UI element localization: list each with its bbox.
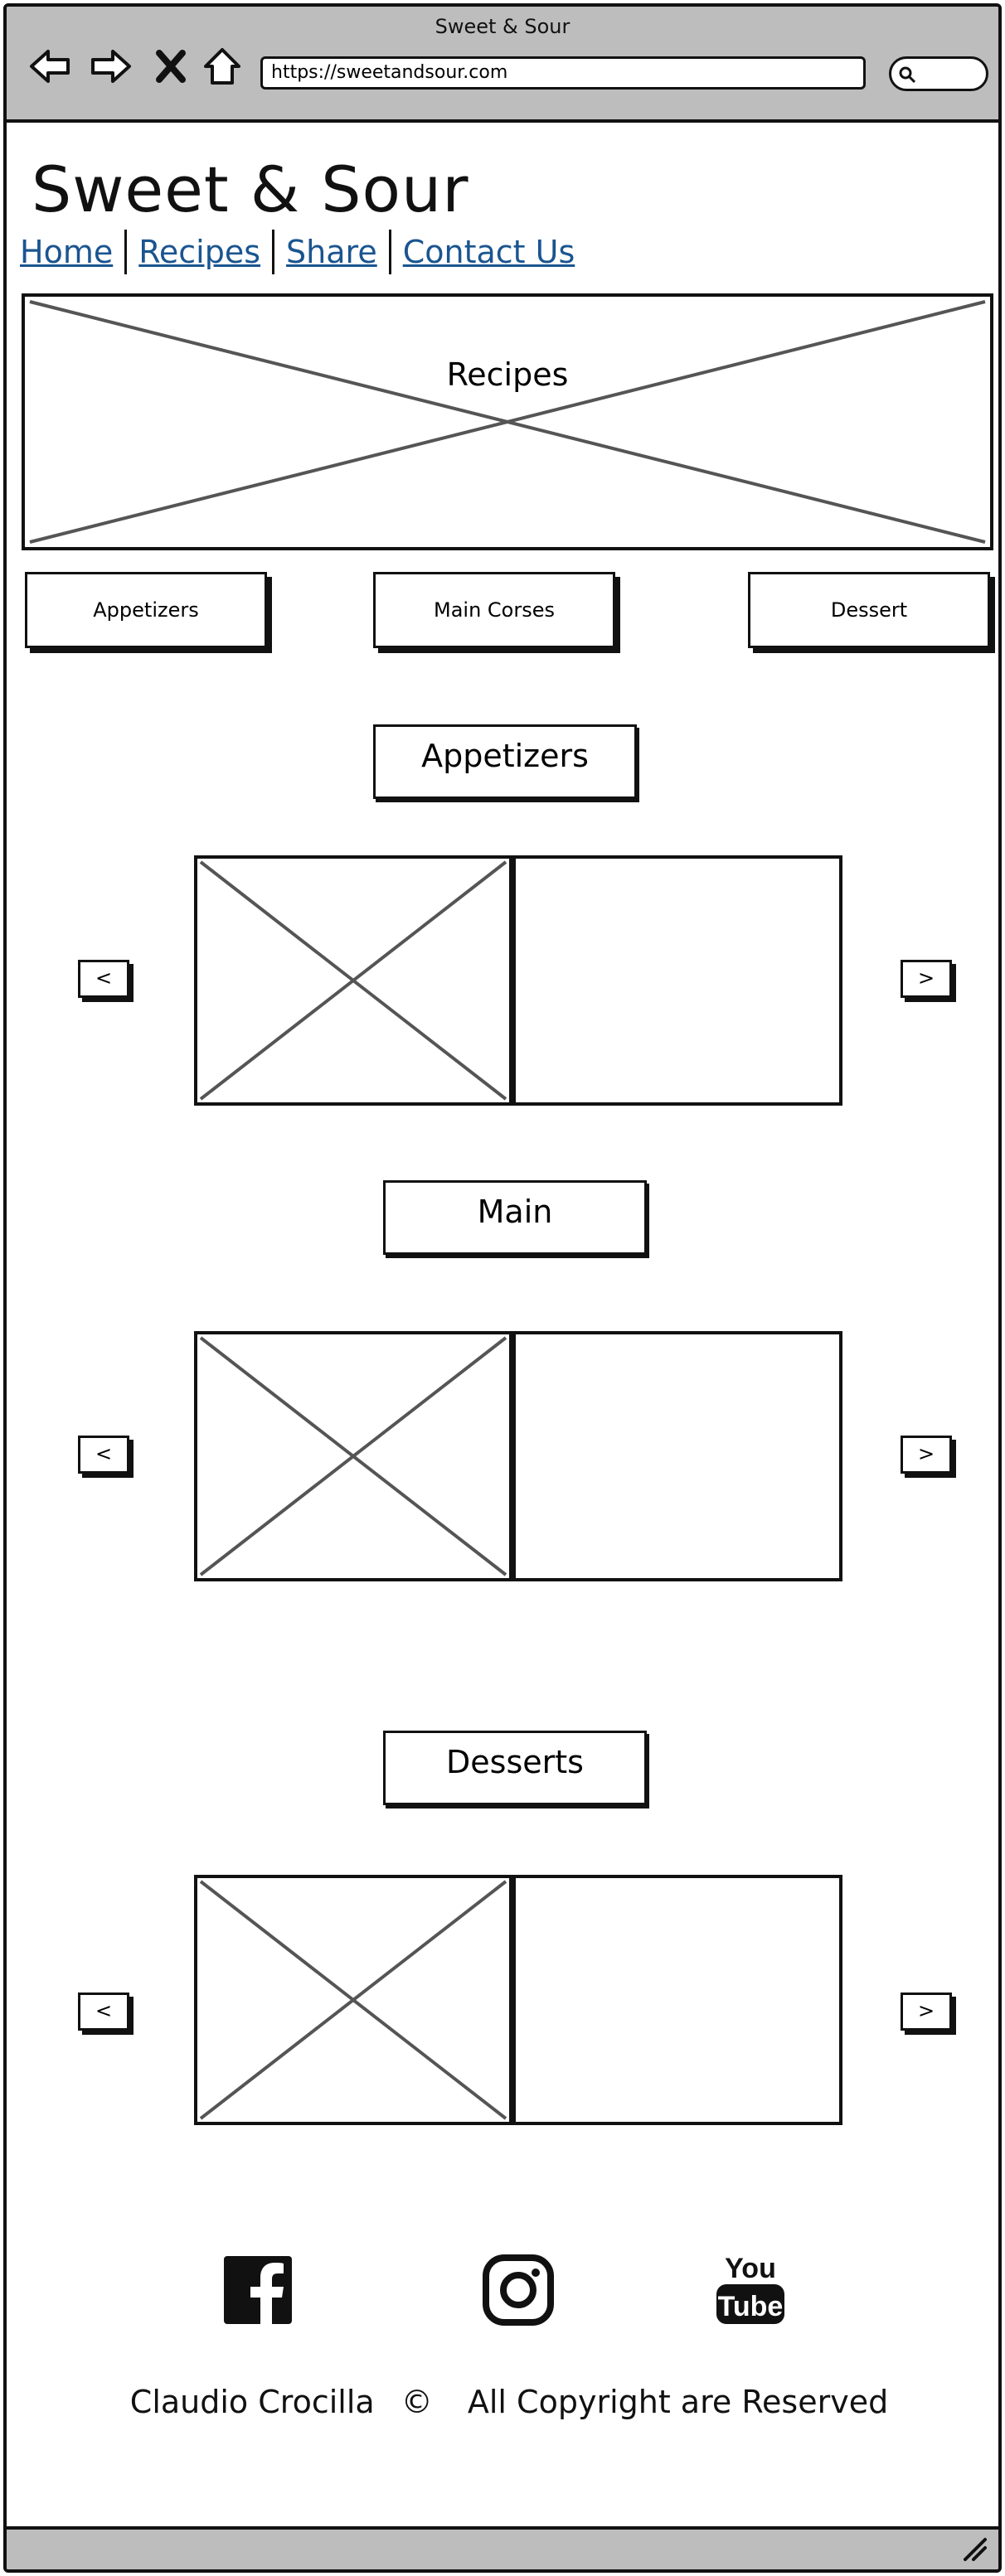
- carousel-text-placeholder: [512, 1875, 842, 2125]
- nav-separator: [124, 230, 128, 274]
- browser-toolbar: Sweet & Sour https://sweetandsour.com: [7, 7, 998, 123]
- youtube-logo-text-you: You: [725, 2253, 776, 2284]
- nav-separator: [272, 230, 275, 274]
- site-title: Sweet & Sour: [32, 153, 469, 226]
- nav-contact-link[interactable]: Contact Us: [402, 234, 575, 270]
- image-placeholder-icon: [29, 300, 986, 544]
- carousel-image-placeholder: [194, 1875, 512, 2125]
- forward-arrow-icon[interactable]: [88, 43, 134, 90]
- home-icon[interactable]: [199, 43, 245, 90]
- carousel-prev-button[interactable]: <: [78, 960, 129, 998]
- image-placeholder-icon: [199, 1880, 507, 2120]
- window-title: Sweet & Sour: [435, 15, 570, 38]
- main-nav: Home Recipes Share Contact Us: [20, 227, 586, 277]
- url-input[interactable]: https://sweetandsour.com: [260, 56, 866, 90]
- youtube-logo-text-tube: Tube: [718, 2291, 784, 2322]
- nav-share-link[interactable]: Share: [286, 234, 377, 270]
- nav-separator: [388, 230, 391, 274]
- appetizers-button[interactable]: Appetizers: [25, 572, 267, 648]
- carousel-image-placeholder: [194, 1331, 512, 1581]
- back-arrow-icon[interactable]: [27, 43, 73, 90]
- carousel-text-placeholder: [512, 1331, 842, 1581]
- nav-recipes-link[interactable]: Recipes: [138, 234, 261, 270]
- instagram-icon[interactable]: [481, 2249, 556, 2329]
- carousel-text-placeholder: [512, 855, 842, 1106]
- section-title-appetizers: Appetizers: [373, 724, 637, 799]
- carousel-next-button[interactable]: >: [901, 1993, 952, 2031]
- section-title-main: Main: [383, 1180, 647, 1255]
- image-placeholder-icon: [199, 860, 507, 1101]
- youtube-icon[interactable]: You Tube: [713, 2249, 788, 2329]
- browser-status-bar: [7, 2526, 998, 2569]
- footer: Claudio Crocilla © All Copyright are Res…: [7, 2384, 998, 2420]
- search-field[interactable]: [889, 56, 988, 91]
- facebook-icon[interactable]: [221, 2249, 295, 2329]
- main-courses-button[interactable]: Main Corses: [373, 572, 615, 648]
- resize-grip-icon[interactable]: [962, 2536, 987, 2561]
- section-title-desserts: Desserts: [383, 1731, 647, 1805]
- hero-label: Recipes: [446, 356, 569, 393]
- copyright-icon: ©: [401, 2384, 433, 2420]
- image-placeholder-icon: [199, 1336, 507, 1576]
- hero-image-placeholder: Recipes: [22, 293, 993, 550]
- nav-home-link[interactable]: Home: [20, 234, 114, 270]
- carousel-next-button[interactable]: >: [901, 1436, 952, 1474]
- footer-rights: All Copyright are Reserved: [467, 2384, 889, 2420]
- carousel-prev-button[interactable]: <: [78, 1436, 129, 1474]
- search-icon: [899, 66, 916, 84]
- close-icon[interactable]: [153, 43, 189, 90]
- dessert-button[interactable]: Dessert: [748, 572, 990, 648]
- browser-window: Sweet & Sour https://sweetandsour.com Sw…: [3, 3, 1002, 2573]
- carousel-next-button[interactable]: >: [901, 960, 952, 998]
- footer-author: Claudio Crocilla: [129, 2384, 375, 2420]
- carousel-prev-button[interactable]: <: [78, 1993, 129, 2031]
- carousel-image-placeholder: [194, 855, 512, 1106]
